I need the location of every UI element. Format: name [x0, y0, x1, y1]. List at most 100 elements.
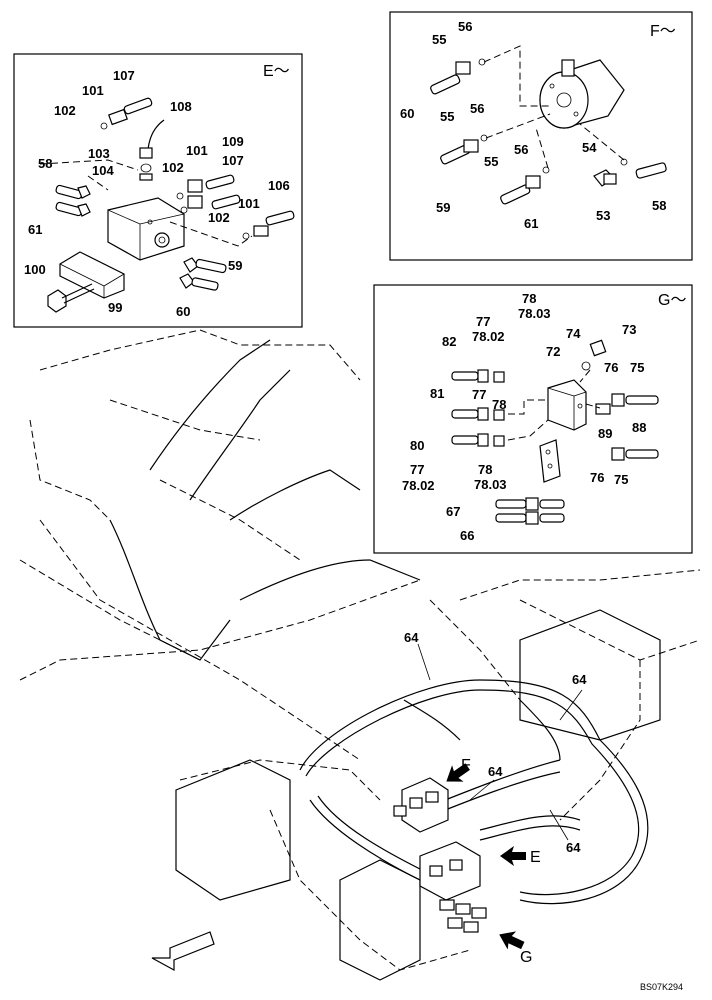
label-g-73: 73: [622, 322, 636, 337]
label-g-88: 88: [632, 420, 646, 435]
arrow-e: E: [500, 846, 541, 866]
label-e-102b: 102: [162, 160, 184, 175]
valve-cluster-e: [419, 841, 481, 901]
label-g-75a: 75: [630, 360, 644, 375]
label-e-103: 103: [88, 146, 110, 161]
label-main-64d: 64: [566, 840, 581, 855]
label-f-61: 61: [524, 216, 538, 231]
label-e-100: 100: [24, 262, 46, 277]
main-labels: 64 64 64 64: [404, 630, 587, 855]
valve-cluster-f: [393, 777, 449, 833]
label-e-101b: 101: [186, 143, 208, 158]
drawing-code: BS07K294: [640, 982, 683, 992]
label-g-82: 82: [442, 334, 456, 349]
label-g-76b: 76: [590, 470, 604, 485]
hose-loop: [299, 679, 649, 905]
label-g-75b: 75: [614, 472, 628, 487]
label-g-78b: 78: [492, 397, 506, 412]
label-e-102c: 102: [208, 210, 230, 225]
label-f-60: 60: [400, 106, 414, 121]
label-g-89: 89: [598, 426, 612, 441]
valve-block-e: [107, 197, 185, 261]
bracket-e: [59, 251, 125, 299]
label-g-77b: 77: [472, 387, 486, 402]
label-e-104: 104: [92, 163, 114, 178]
panel-g: G～: [373, 284, 693, 554]
label-f-55b: 55: [440, 109, 454, 124]
panel-f: F～: [389, 11, 693, 261]
boom-arm: [109, 339, 421, 661]
panel-e: E～: [13, 53, 303, 328]
label-g-72: 72: [546, 344, 560, 359]
front-direction-arrow: [151, 931, 215, 972]
panel-e-labels: 107 101 102 108 103 104 101 102 109 107 …: [24, 68, 290, 319]
label-e-107b: 107: [222, 153, 244, 168]
label-g-77a: 77: [476, 314, 490, 329]
label-f-53: 53: [596, 208, 610, 223]
label-main-64b: 64: [572, 672, 587, 687]
label-main-64a: 64: [404, 630, 419, 645]
label-e-58: 58: [38, 156, 52, 171]
label-e-108: 108: [170, 99, 192, 114]
label-g-76a: 76: [604, 360, 618, 375]
panel-g-frame: [373, 284, 693, 554]
arrow-e-label: E: [530, 849, 541, 866]
manifold-block-72: [547, 379, 587, 431]
panel-f-frame: [389, 11, 693, 261]
panel-e-frame: [13, 53, 303, 328]
swivel-body-f: [539, 59, 625, 129]
label-e-60: 60: [176, 304, 190, 319]
label-g-78-03b: 78.03: [474, 477, 507, 492]
arrow-f: F: [446, 757, 471, 782]
label-g-78c: 78: [478, 462, 492, 477]
label-f-54: 54: [582, 140, 597, 155]
panel-f-title: F～: [650, 23, 676, 40]
label-g-78-03a: 78.03: [518, 306, 551, 321]
label-f-56b: 56: [470, 101, 484, 116]
arrow-g: G: [499, 931, 532, 966]
main-illustration: F E G 64 64 64 64: [19, 329, 701, 981]
label-e-101a: 101: [82, 83, 104, 98]
label-g-66: 66: [460, 528, 474, 543]
label-g-77c: 77: [410, 462, 424, 477]
label-f-58: 58: [652, 198, 666, 213]
label-f-55a: 55: [432, 32, 446, 47]
panel-g-labels: 78 78.03 77 78.02 82 72 74 73 76 75 81 7…: [402, 291, 646, 543]
label-e-106: 106: [268, 178, 290, 193]
label-g-67: 67: [446, 504, 460, 519]
arrow-g-label: G: [520, 949, 532, 966]
label-e-109: 109: [222, 134, 244, 149]
label-e-101c: 101: [238, 196, 260, 211]
hoses-g-bottom: [495, 497, 565, 525]
panel-g-title: G～: [658, 292, 686, 309]
label-e-99: 99: [108, 300, 122, 315]
label-f-56c: 56: [514, 142, 528, 157]
label-g-78a: 78: [522, 291, 536, 306]
label-e-61: 61: [28, 222, 42, 237]
fittings-f: [430, 58, 667, 205]
label-e-102a: 102: [54, 103, 76, 118]
label-g-78-02a: 78.02: [472, 329, 505, 344]
arrow-f-label: F: [461, 757, 471, 774]
label-f-55c: 55: [484, 154, 498, 169]
hose-fittings-e-bottom: [179, 257, 227, 291]
right-fittings-e: [176, 174, 295, 240]
panel-e-title: E～: [263, 63, 290, 80]
upper-fittings-e: [100, 97, 165, 181]
fittings-g-left: [451, 369, 505, 447]
label-g-78-02b: 78.02: [402, 478, 435, 493]
frame-outline: [19, 329, 701, 971]
fittings-g-right: [581, 339, 659, 461]
label-g-81: 81: [430, 386, 444, 401]
label-e-59: 59: [228, 258, 242, 273]
bolt-100: [47, 283, 95, 313]
label-g-74: 74: [566, 326, 581, 341]
label-main-64c: 64: [488, 764, 503, 779]
label-g-80: 80: [410, 438, 424, 453]
label-e-107a: 107: [113, 68, 135, 83]
label-f-59: 59: [436, 200, 450, 215]
label-f-56a: 56: [458, 19, 472, 34]
housing-boxes: [175, 609, 661, 981]
panel-f-labels: 56 55 60 55 56 56 55 54 59 53 58 61: [400, 19, 666, 231]
